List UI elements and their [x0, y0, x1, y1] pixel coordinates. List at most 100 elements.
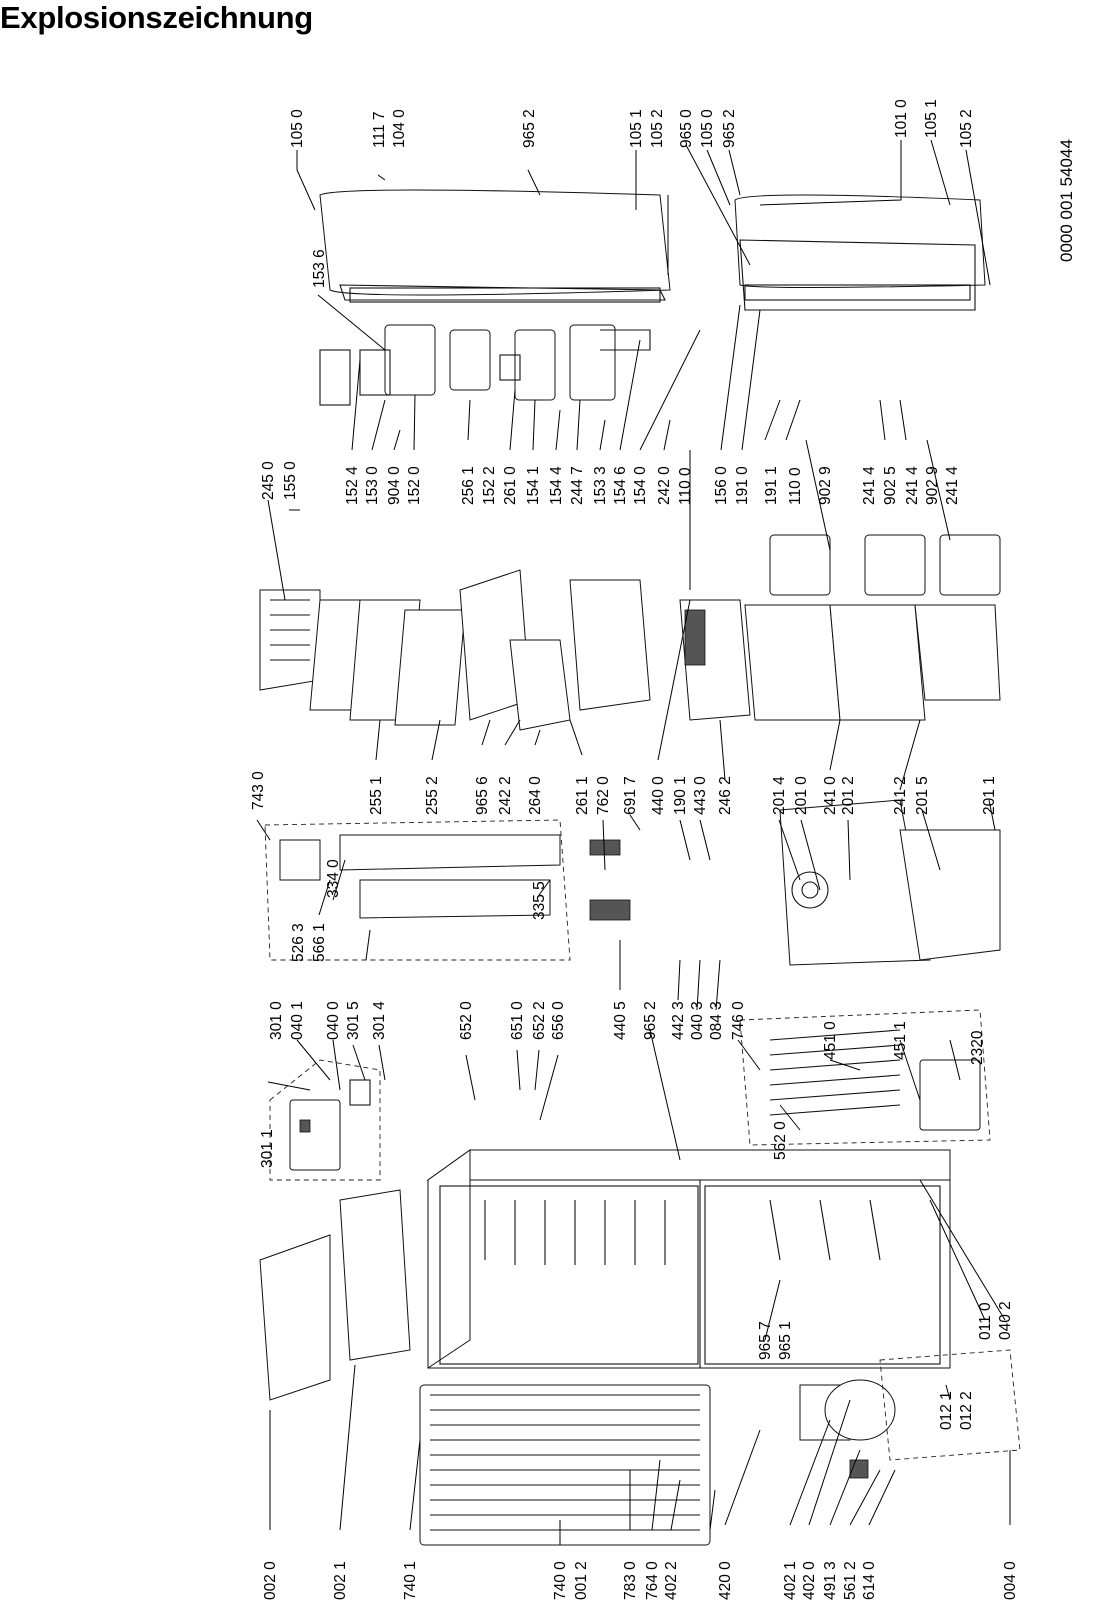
part-label: 201 2 [840, 776, 857, 815]
part-label: 105 2 [649, 109, 666, 148]
part-label: 402 1 [782, 1561, 799, 1600]
part-label: 402 0 [801, 1561, 818, 1600]
part-label: 965 2 [721, 109, 738, 148]
part-label: 001 2 [573, 1561, 590, 1600]
part-label: 153 0 [364, 466, 381, 505]
part-label: 110 0 [787, 467, 804, 505]
part-label: 261 1 [574, 776, 591, 815]
part-label: 562 0 [772, 1121, 789, 1160]
part-label: 153 3 [592, 466, 609, 505]
part-label: 762 0 [595, 776, 612, 815]
part-label: 526 3 [290, 923, 307, 962]
part-label: 301 0 [268, 1001, 285, 1040]
part-label: 154 4 [548, 466, 565, 505]
evaporator-group [739, 1009, 991, 1146]
part-label: 652 0 [458, 1001, 475, 1040]
part-label: 201 1 [981, 776, 998, 815]
page-title: Explosionszeichnung [0, 0, 313, 35]
part-label: 201 4 [771, 776, 788, 815]
part-label: 651 0 [509, 1001, 526, 1040]
part-label: 965 0 [678, 109, 695, 148]
part-label: 241 4 [861, 466, 878, 505]
part-label: 241 4 [904, 466, 921, 505]
part-label: 904 0 [386, 466, 403, 505]
part-label: 002 1 [332, 1561, 349, 1600]
part-label: 491 3 [822, 1561, 839, 1600]
part-label: 154 0 [632, 466, 649, 505]
part-label: 264 0 [527, 776, 544, 815]
part-label: 965 6 [474, 776, 491, 815]
part-label: 191 1 [763, 466, 780, 505]
part-label: 241 0 [822, 776, 839, 815]
part-label: 420 0 [717, 1561, 734, 1600]
part-label: 740 0 [552, 1561, 569, 1600]
part-label: 783 0 [622, 1561, 639, 1600]
document-number: 0000 001 54044 [1057, 139, 1076, 262]
part-label: 084 3 [708, 1001, 725, 1040]
part-label: 301 5 [345, 1001, 362, 1040]
refrigerator-body [426, 1149, 951, 1369]
part-label: 743 0 [250, 771, 267, 810]
part-label: 242 0 [656, 466, 673, 505]
part-label: 241 2 [892, 776, 909, 815]
part-label: 110 0 [677, 467, 694, 505]
part-label: 040 2 [997, 1301, 1014, 1340]
part-label: 012 2 [958, 1391, 975, 1430]
part-label: 011 0 [977, 1302, 994, 1340]
part-label: 255 1 [368, 776, 385, 815]
part-label: 152 0 [406, 466, 423, 505]
part-label: 152 2 [481, 466, 498, 505]
part-label: 261 0 [502, 466, 519, 505]
part-label: 111 7 [371, 112, 388, 149]
part-label: 201 0 [793, 776, 810, 815]
part-label: 255 2 [424, 776, 441, 815]
part-label: 902 5 [882, 466, 899, 505]
part-label: 156 0 [713, 466, 730, 505]
compressor-group [799, 1349, 1021, 1479]
part-label: 241 4 [944, 466, 961, 505]
part-label: 040 1 [289, 1001, 306, 1040]
part-label: 153 6 [311, 249, 328, 288]
part-label: 190 1 [672, 776, 689, 815]
part-label: 244 7 [569, 466, 586, 505]
part-label: 101 0 [893, 99, 910, 138]
part-label: 012 1 [938, 1391, 955, 1430]
part-label: 105 0 [699, 109, 716, 148]
condenser [419, 1384, 711, 1546]
part-label: 451 1 [892, 1021, 909, 1060]
part-label: 301 1 [259, 1129, 276, 1168]
part-label: 566 1 [311, 923, 328, 962]
part-label: 040 0 [325, 1001, 342, 1040]
top-panels [259, 1189, 411, 1401]
part-label: 105 1 [628, 109, 645, 148]
part-label: 105 1 [923, 99, 940, 138]
control-panel-group [269, 1059, 381, 1181]
part-label: 104 0 [391, 109, 408, 148]
part-label: 246 2 [717, 776, 734, 815]
part-label: 402 2 [663, 1561, 680, 1600]
fan-cover-plates [779, 799, 1001, 966]
part-label: 191 0 [734, 466, 751, 505]
part-label: 965 2 [642, 1001, 659, 1040]
part-label: 154 1 [525, 466, 542, 505]
part-label: 656 0 [550, 1001, 567, 1040]
part-label: 440 5 [612, 1001, 629, 1040]
part-labels: 105 0 111 7 104 0 965 2 105 1 105 2 965 … [250, 99, 1019, 1600]
door-upper [319, 189, 671, 303]
leader-lines [256, 139, 1011, 1545]
part-label: 965 7 [757, 1321, 774, 1360]
part-label: 442 3 [670, 1001, 687, 1040]
glass-shelves [259, 569, 651, 731]
part-label: 155 0 [282, 461, 299, 500]
part-label: 561 2 [842, 1561, 859, 1600]
part-label: 440 0 [650, 776, 667, 815]
part-label: 242 2 [497, 776, 514, 815]
part-label: 335 5 [531, 881, 548, 920]
drawers [679, 534, 1001, 721]
part-label: 746 0 [730, 1001, 747, 1040]
part-label: 301 4 [371, 1001, 388, 1040]
part-label: 691 7 [622, 776, 639, 815]
part-label: 614 0 [861, 1561, 878, 1600]
part-label: 451 0 [822, 1021, 839, 1060]
